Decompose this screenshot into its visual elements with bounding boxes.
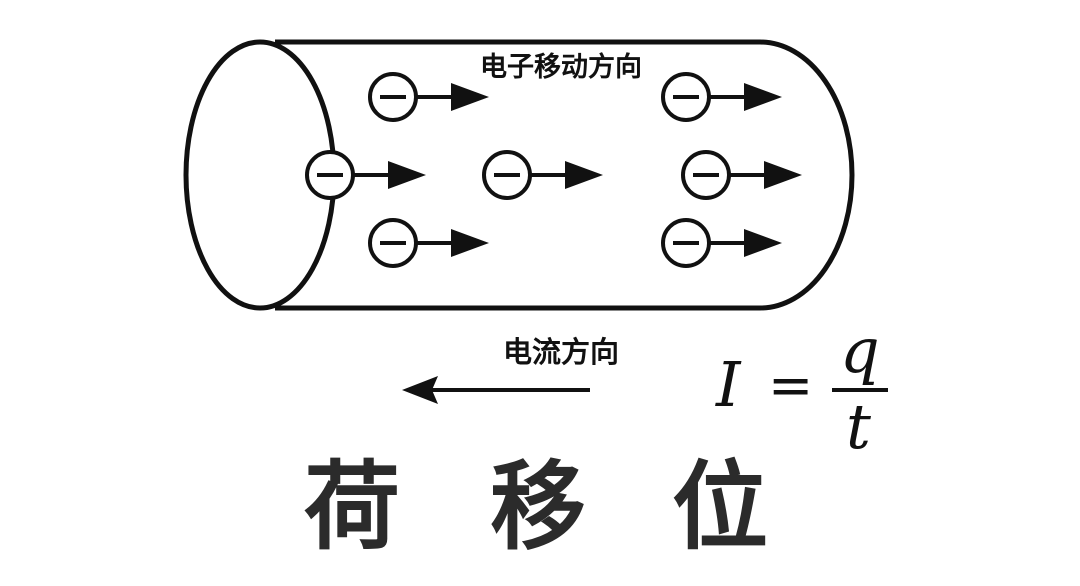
- electron-direction-label: 电子移动方向: [480, 51, 642, 83]
- formula-numerator: q: [840, 314, 880, 387]
- electron-arrow-head: [451, 229, 489, 257]
- caption-char-3: 位: [672, 451, 768, 563]
- electrons-group: [305, 72, 802, 268]
- current-direction-label: 电流方向: [503, 335, 619, 369]
- electron-arrow-head: [565, 161, 603, 189]
- electron: [368, 218, 489, 268]
- formula-lhs: I: [715, 348, 742, 421]
- electron: [661, 218, 782, 268]
- current-formula: I = q t: [715, 314, 888, 463]
- caption-char-2: 移: [490, 451, 586, 563]
- formula-denominator: t: [846, 390, 871, 463]
- electron: [482, 150, 603, 200]
- cylinder-body: [275, 39, 855, 311]
- electron: [661, 72, 782, 122]
- electron-arrow-head: [744, 83, 782, 111]
- electron: [681, 150, 802, 200]
- current-direction-arrow: [402, 376, 590, 404]
- electron-arrow-head: [451, 83, 489, 111]
- formula-equals: =: [768, 354, 813, 417]
- electron: [368, 72, 489, 122]
- caption: 荷 移 位: [304, 451, 768, 563]
- electron-arrow-head: [764, 161, 802, 189]
- caption-char-1: 荷: [304, 451, 400, 563]
- electron-arrow-head: [744, 229, 782, 257]
- electron-arrow-head: [388, 161, 426, 189]
- electron: [305, 150, 426, 200]
